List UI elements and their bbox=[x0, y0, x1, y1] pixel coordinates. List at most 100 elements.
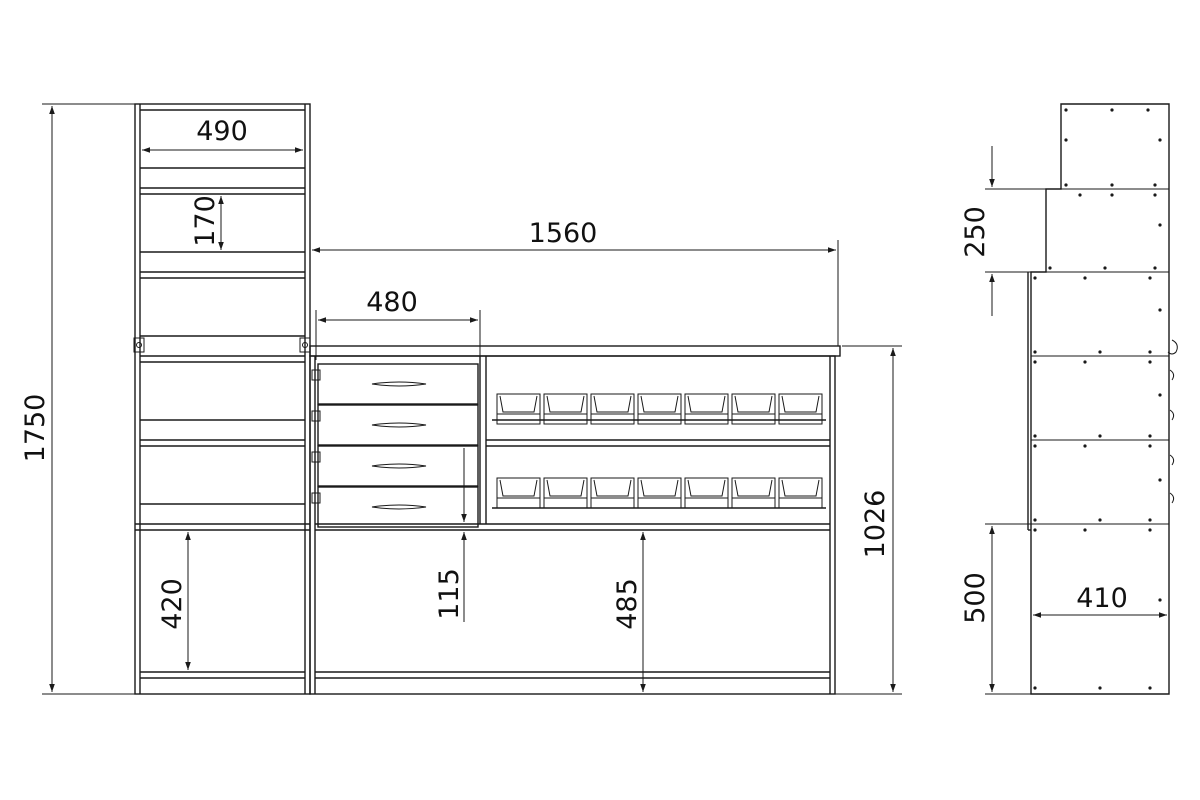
assembly-dot bbox=[1033, 528, 1037, 532]
dim-label-bench-height: 1026 bbox=[860, 490, 891, 559]
storage-bin bbox=[543, 477, 588, 509]
dimension-side-step: 250 bbox=[960, 146, 1046, 316]
assembly-dot bbox=[1148, 350, 1152, 354]
assembly-dot bbox=[1158, 138, 1162, 142]
drawer-hinge-icon bbox=[311, 451, 321, 463]
assembly-dot bbox=[1148, 686, 1152, 690]
assembly-dot bbox=[1083, 360, 1087, 364]
dim-label-drawer-clearance: 115 bbox=[434, 568, 465, 620]
storage-bin bbox=[496, 393, 541, 425]
drawer bbox=[311, 363, 479, 405]
assembly-dot bbox=[1033, 360, 1037, 364]
assembly-dot bbox=[1158, 598, 1162, 602]
storage-bin bbox=[778, 393, 823, 425]
assembly-dot bbox=[1033, 518, 1037, 522]
assembly-dot bbox=[1033, 276, 1037, 280]
side-view bbox=[1027, 103, 1178, 695]
assembly-dot bbox=[1158, 308, 1162, 312]
assembly-dot bbox=[1078, 193, 1082, 197]
storage-bin bbox=[590, 393, 635, 425]
assembly-dot bbox=[1158, 478, 1162, 482]
drawer-hinge-icon bbox=[311, 369, 321, 381]
dim-label-side-depth: 410 bbox=[1076, 583, 1128, 614]
storage-bin bbox=[684, 477, 729, 509]
dim-label-side-step: 250 bbox=[960, 206, 991, 258]
drawer-handle-icon bbox=[371, 381, 427, 387]
assembly-dot bbox=[1146, 108, 1150, 112]
dimension-tower-width: 490 bbox=[142, 116, 303, 153]
dimension-shelf-gap: 170 bbox=[190, 195, 224, 250]
drawer bbox=[311, 445, 479, 487]
assembly-dot bbox=[1148, 528, 1152, 532]
drawer-handle-icon bbox=[371, 504, 427, 510]
storage-bin bbox=[590, 477, 635, 509]
drawer-handle-icon bbox=[371, 463, 427, 469]
assembly-dot bbox=[1110, 183, 1114, 187]
assembly-dot bbox=[1148, 276, 1152, 280]
dim-label-shelf-gap: 170 bbox=[190, 195, 221, 247]
assembly-dot bbox=[1033, 434, 1037, 438]
dimension-drawer-clearance: 115 bbox=[434, 448, 467, 622]
assembly-dot bbox=[1083, 528, 1087, 532]
tower-unit bbox=[133, 103, 311, 695]
dim-label-tower-width: 490 bbox=[196, 116, 248, 147]
drawer bbox=[311, 404, 479, 446]
tower-shelves bbox=[135, 109, 310, 679]
bin-row-lower bbox=[496, 477, 823, 509]
assembly-dot bbox=[1033, 350, 1037, 354]
assembly-dot bbox=[1064, 138, 1068, 142]
dim-label-bench-lower-gap: 485 bbox=[612, 578, 643, 630]
dimension-tower-lower-gap: 420 bbox=[157, 532, 191, 670]
storage-bin bbox=[684, 393, 729, 425]
storage-bin bbox=[637, 393, 682, 425]
assembly-dot bbox=[1103, 266, 1107, 270]
dim-label-total-height: 1750 bbox=[20, 394, 51, 463]
assembly-dot bbox=[1148, 360, 1152, 364]
assembly-dot bbox=[1064, 108, 1068, 112]
assembly-dot bbox=[1033, 444, 1037, 448]
assembly-dot bbox=[1033, 686, 1037, 690]
side-assembly-dots bbox=[1033, 108, 1162, 690]
storage-bin bbox=[543, 393, 588, 425]
storage-bin bbox=[496, 477, 541, 509]
dimension-total-height: 1750 bbox=[20, 103, 135, 695]
dimension-side-depth: 410 bbox=[1033, 583, 1167, 618]
storage-bin bbox=[637, 477, 682, 509]
assembly-dot bbox=[1098, 434, 1102, 438]
assembly-dot bbox=[1153, 266, 1157, 270]
assembly-dot bbox=[1098, 686, 1102, 690]
storage-bin bbox=[778, 477, 823, 509]
assembly-dot bbox=[1158, 223, 1162, 227]
assembly-dot bbox=[1148, 434, 1152, 438]
dim-label-side-base: 500 bbox=[960, 572, 991, 624]
assembly-dot bbox=[1110, 108, 1114, 112]
assembly-dot bbox=[1148, 518, 1152, 522]
tower-hinge-right-icon bbox=[299, 337, 311, 353]
assembly-dot bbox=[1098, 350, 1102, 354]
drawer-hinge-icon bbox=[311, 492, 321, 504]
dimension-drawer-width: 480 bbox=[315, 287, 481, 360]
drawer bbox=[311, 486, 479, 528]
assembly-dot bbox=[1098, 518, 1102, 522]
worktop bbox=[309, 345, 841, 357]
drawer-handle-icon bbox=[371, 422, 427, 428]
assembly-dot bbox=[1153, 183, 1157, 187]
assembly-dot bbox=[1153, 193, 1157, 197]
drawer-hinge-icon bbox=[311, 410, 321, 422]
assembly-dot bbox=[1110, 193, 1114, 197]
dimension-side-base: 500 bbox=[960, 523, 1031, 695]
dim-label-drawer-width: 480 bbox=[366, 287, 418, 318]
tower-hinge-left-icon bbox=[133, 337, 145, 353]
dim-label-bench-width: 1560 bbox=[529, 218, 598, 249]
drawer-stack bbox=[311, 363, 479, 528]
assembly-dot bbox=[1083, 444, 1087, 448]
assembly-dot bbox=[1148, 444, 1152, 448]
dimension-bench-width: 1560 bbox=[312, 218, 839, 346]
assembly-dot bbox=[1064, 183, 1068, 187]
storage-bin bbox=[731, 393, 776, 425]
dim-label-tower-lower-gap: 420 bbox=[157, 578, 188, 630]
bin-row-upper bbox=[496, 393, 823, 425]
assembly-dot bbox=[1083, 276, 1087, 280]
side-hook-icon bbox=[1167, 339, 1178, 504]
